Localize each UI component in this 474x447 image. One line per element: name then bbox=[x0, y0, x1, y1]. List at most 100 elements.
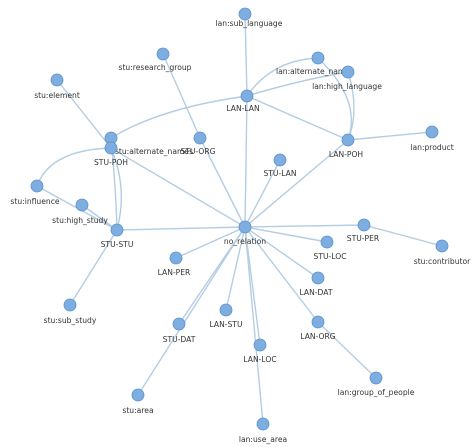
node-circle[interactable] bbox=[273, 153, 287, 167]
node-circle[interactable] bbox=[238, 7, 252, 21]
node-label: stu:area bbox=[122, 406, 153, 415]
node-circle[interactable] bbox=[425, 125, 439, 139]
node-stu-per[interactable]: STU-PER bbox=[347, 218, 380, 243]
edge-no_relation-to-stu_per bbox=[244, 224, 365, 228]
node-circle[interactable] bbox=[238, 220, 252, 234]
node-stu-stu[interactable]: STU-STU bbox=[101, 223, 134, 249]
node-circle[interactable] bbox=[253, 338, 267, 352]
node-stu-sub-study[interactable]: stu:sub_study bbox=[44, 298, 97, 325]
node-stu-influence[interactable]: stu:influence bbox=[10, 179, 60, 206]
node-circle[interactable] bbox=[75, 198, 89, 212]
node-label: lan:use_area bbox=[239, 435, 287, 444]
node-label: stu:research_group bbox=[118, 63, 191, 72]
edge-stu_org-to-stu_research_group bbox=[162, 53, 201, 139]
node-label: LAN-DAT bbox=[300, 288, 333, 297]
node-lan-dat[interactable]: LAN-DAT bbox=[300, 271, 333, 297]
node-lan-group-of-people[interactable]: lan:group_of_people bbox=[338, 371, 415, 397]
node-circle[interactable] bbox=[240, 89, 254, 103]
node-circle[interactable] bbox=[110, 223, 124, 237]
node-lan-lan[interactable]: LAN-LAN bbox=[226, 89, 260, 113]
node-circle[interactable] bbox=[357, 218, 371, 232]
node-label: stu:high_study bbox=[52, 216, 108, 225]
node-circle[interactable] bbox=[104, 141, 118, 155]
node-label: lan:sub_language bbox=[216, 19, 283, 28]
node-lan-use-area[interactable]: lan:use_area bbox=[239, 417, 287, 444]
node-stu-poh[interactable]: STU-POH bbox=[94, 141, 128, 167]
edge-lan_poh-to-no_relation bbox=[244, 139, 349, 228]
node-circle[interactable] bbox=[369, 371, 383, 385]
edge-lan_poh-to-lan_alternate_names bbox=[317, 57, 352, 141]
edge-lan_lan-to-stu_alternate_names bbox=[110, 95, 248, 139]
node-label: LAN-LAN bbox=[226, 104, 259, 113]
node-label: LAN-ORG bbox=[300, 332, 335, 341]
node-label: lan:group_of_people bbox=[338, 388, 415, 397]
node-no-relation[interactable]: no_relation bbox=[224, 220, 266, 246]
node-stu-contributor[interactable]: stu:contributor bbox=[414, 239, 471, 266]
node-circle[interactable] bbox=[63, 298, 77, 312]
node-circle[interactable] bbox=[156, 47, 170, 61]
node-label: STU-DAT bbox=[163, 335, 196, 344]
node-label: lan:alternate_names bbox=[276, 67, 354, 76]
node-stu-dat[interactable]: STU-DAT bbox=[163, 317, 196, 344]
edge-stu_per-to-stu_contributor bbox=[363, 224, 443, 247]
edge-no_relation-to-lan_stu bbox=[225, 226, 246, 311]
node-lan-product[interactable]: lan:product bbox=[410, 125, 454, 152]
node-label: LAN-STU bbox=[209, 320, 242, 329]
node-lan-high-language[interactable]: lan:high_language bbox=[312, 65, 382, 91]
node-circle[interactable] bbox=[341, 133, 355, 147]
edge-lan_lan-to-no_relation bbox=[244, 95, 248, 228]
node-circle[interactable] bbox=[172, 317, 186, 331]
node-stu-element[interactable]: stu:element bbox=[34, 73, 80, 100]
edge-stu_poh-to-stu_stu bbox=[110, 147, 123, 231]
edge-lan_lan-to-lan_sub_language bbox=[244, 13, 248, 97]
edge-stu_stu-to-stu_high_study bbox=[81, 204, 118, 231]
node-circle[interactable] bbox=[169, 251, 183, 265]
node-label: STU-POH bbox=[94, 158, 128, 167]
edge-no_relation-to-lan_dat bbox=[244, 226, 319, 279]
edge-no_relation-to-stu_area bbox=[137, 226, 246, 396]
node-circle[interactable] bbox=[30, 179, 44, 193]
node-stu-org[interactable]: STU-ORG bbox=[180, 131, 216, 156]
node-lan-stu[interactable]: LAN-STU bbox=[209, 303, 243, 329]
edge-stu_poh-to-stu_element bbox=[56, 79, 112, 149]
edge-lan_lan-to-lan_alternate_names bbox=[246, 57, 319, 97]
node-label: STU-ORG bbox=[180, 147, 215, 156]
node-label: STU-LOC bbox=[314, 252, 347, 261]
edge-lan_poh-to-lan_product bbox=[347, 131, 433, 141]
node-circle[interactable] bbox=[311, 271, 325, 285]
node-stu-area[interactable]: stu:area bbox=[122, 388, 154, 415]
node-stu-research-group[interactable]: stu:research_group bbox=[118, 47, 192, 72]
node-lan-poh[interactable]: LAN-POH bbox=[329, 133, 363, 159]
node-lan-org[interactable]: LAN-ORG bbox=[300, 315, 336, 341]
node-circle[interactable] bbox=[320, 235, 334, 249]
node-label: STU-LAN bbox=[263, 169, 296, 178]
node-circle[interactable] bbox=[311, 315, 325, 329]
edge-stu_stu-to-stu_sub_study bbox=[69, 229, 118, 306]
node-circle[interactable] bbox=[193, 131, 207, 145]
node-lan-sub-language[interactable]: lan:sub_language bbox=[216, 7, 283, 28]
node-label: lan:high_language bbox=[312, 82, 382, 91]
node-stu-high-study[interactable]: stu:high_study bbox=[52, 198, 108, 225]
node-stu-lan[interactable]: STU-LAN bbox=[263, 153, 297, 178]
node-circle[interactable] bbox=[341, 65, 355, 79]
node-circle[interactable] bbox=[219, 303, 233, 317]
edge-no_relation-to-lan_use_area bbox=[244, 226, 264, 425]
node-lan-alternate-names[interactable]: lan:alternate_names bbox=[276, 51, 354, 76]
edge-no_relation-to-lan_loc bbox=[244, 226, 261, 346]
node-label: LAN-POH bbox=[329, 150, 363, 159]
node-lan-loc[interactable]: LAN-LOC bbox=[243, 338, 277, 364]
node-label: stu:influence bbox=[10, 197, 59, 206]
node-circle[interactable] bbox=[50, 73, 64, 87]
node-circle[interactable] bbox=[131, 388, 145, 402]
edge-no_relation-to-lan_per bbox=[175, 226, 246, 259]
node-circle[interactable] bbox=[256, 417, 270, 431]
node-circle[interactable] bbox=[311, 51, 325, 65]
edge-lan_lan-to-lan_high_language bbox=[246, 71, 349, 97]
node-lan-per[interactable]: LAN-PER bbox=[158, 251, 191, 277]
edge-stu_poh-to-stu_influence bbox=[36, 147, 112, 187]
node-circle[interactable] bbox=[435, 239, 449, 253]
edge-lan_lan-to-lan_poh bbox=[246, 95, 349, 141]
edge-stu_org-to-no_relation bbox=[199, 137, 246, 228]
node-stu-loc[interactable]: STU-LOC bbox=[314, 235, 347, 261]
